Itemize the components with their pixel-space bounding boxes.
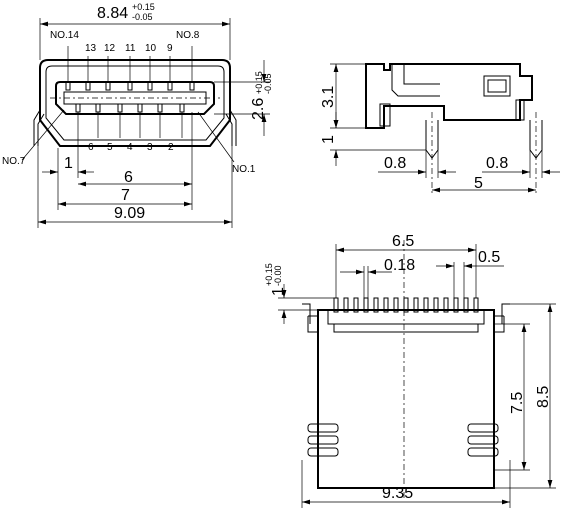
pin-label-4: 4 (127, 142, 133, 153)
dim-top-total-len: 8.5 (535, 386, 552, 408)
top-view: 6.5 0.18 0.5 1 +0.15 -0.00 7.5 8.5 (264, 233, 556, 508)
dim-front-width: 8.84 (97, 5, 128, 22)
dim-front-width-tol-minus: -0.05 (132, 12, 153, 22)
dim-side-right-tail: 0.8 (486, 155, 508, 172)
front-shell-inner (45, 65, 225, 141)
dim-top-total-w: 9.35 (382, 485, 413, 502)
pin-label-5: 5 (107, 142, 113, 153)
label-no1: NO.1 (232, 164, 256, 175)
label-no8: NO.8 (176, 30, 200, 41)
dim-side-leg: 1 (320, 135, 337, 144)
dim-front-span6: 6 (124, 169, 133, 186)
dim-top-body: 7.5 (509, 392, 526, 414)
label-no7: NO.7 (2, 156, 26, 167)
dim-side-left-tail: 0.8 (384, 155, 406, 172)
dim-front-width-tol-plus: +0.15 (132, 2, 155, 12)
dim-top-pad: 0.5 (478, 249, 500, 266)
dim-front-height: 2.6 (250, 98, 267, 120)
dim-front-span7: 7 (121, 187, 130, 204)
dim-side-height: 3.1 (320, 86, 337, 108)
pin-label-10: 10 (145, 43, 157, 54)
dim-side-span: 5 (474, 175, 483, 192)
side-latch (483, 75, 511, 97)
pin-label-3: 3 (147, 142, 153, 153)
front-left-leg (33, 109, 45, 146)
top-left-slots (307, 420, 339, 460)
dim-top-width: 6.5 (392, 233, 414, 250)
dim-front-height-tol-plus: +0.15 (254, 71, 264, 94)
pin-label-2: 2 (168, 142, 174, 153)
label-no14: NO.14 (50, 30, 79, 41)
pin-label-9: 9 (167, 43, 173, 54)
front-tongue (63, 91, 207, 105)
dim-top-pitch: 0.18 (384, 257, 415, 274)
side-body (365, 63, 533, 129)
pin-label-11: 11 (125, 43, 136, 54)
dim-front-height-tol-minus: -0.05 (263, 73, 273, 94)
side-view: 3.1 1 0.8 0.8 5 (320, 63, 560, 196)
side-right-leg (529, 120, 543, 159)
dim-top-lead-tol-plus: +0.15 (264, 263, 274, 286)
top-pin-contacts (65, 81, 195, 91)
pin-label-13: 13 (85, 43, 97, 54)
dim-front-pitch: 1 (64, 155, 73, 172)
front-shell-outer (39, 59, 231, 147)
bottom-pin-contacts (75, 103, 185, 113)
dim-top-lead-tol-minus: -0.00 (273, 265, 283, 286)
front-view: 13 12 11 10 9 6 5 4 3 2 NO.14 NO.8 NO.7 … (2, 2, 273, 228)
dim-front-total: 9.09 (114, 205, 145, 222)
side-left-leg (425, 120, 439, 159)
top-right-slots (467, 420, 499, 460)
pin-label-6: 6 (88, 142, 94, 153)
top-body (317, 309, 495, 489)
pin-leader-lines (67, 46, 193, 138)
pin-label-12: 12 (104, 43, 116, 54)
front-right-leg (225, 109, 237, 146)
dim-top-lead: 1 (270, 287, 287, 296)
